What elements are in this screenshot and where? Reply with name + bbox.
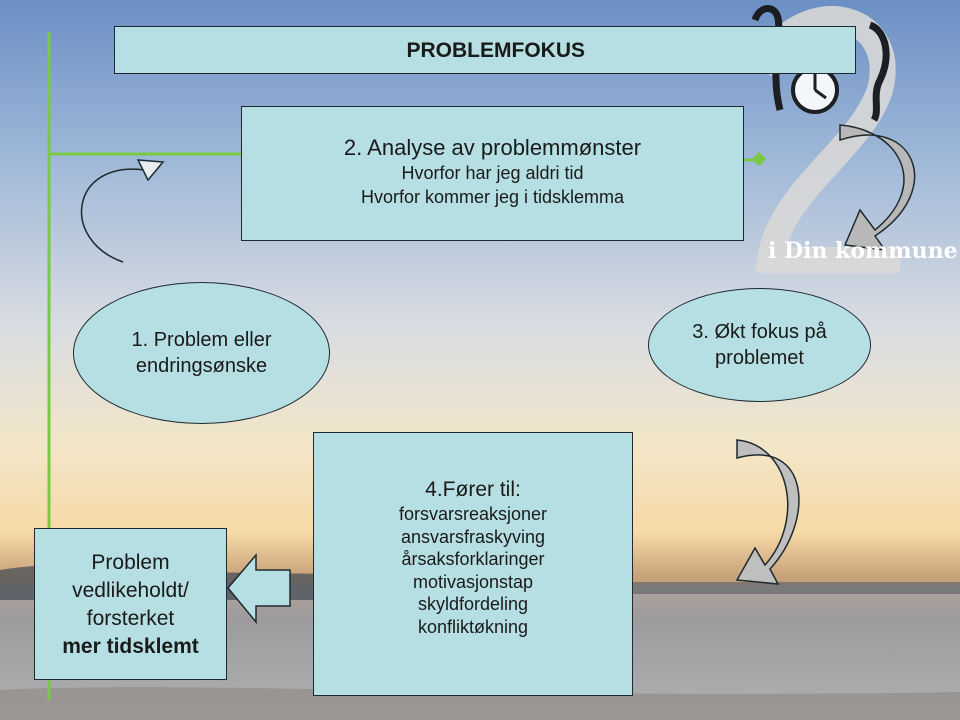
logo-text: i Din kommune [768,238,958,264]
result-item: konfliktøkning [417,616,529,637]
problem-ellipse: 1. Problem eller endringsønske [73,282,330,424]
left-curved-arrow [80,168,146,263]
maintained-bold-line: mer tidsklemt [62,635,199,658]
focus-line-2: problemet [715,347,804,369]
focus-ellipse: 3. Økt fokus på problemet [648,288,871,402]
analysis-box: 2. Analyse av problemmønster Hvorfor har… [241,106,744,241]
cycle-arrows [80,124,916,585]
right-curved-arrow-bottom [735,439,800,585]
left-arrowhead [136,159,165,182]
page-title: PROBLEMFOKUS [406,39,586,62]
result-heading: 4.Fører til: [425,478,521,501]
analysis-heading: 2. Analyse av problemmønster [343,135,642,160]
problem-line-1: 1. Problem eller [131,329,272,351]
title-box: PROBLEMFOKUS [114,26,856,74]
logo-graphic [748,5,900,273]
maintained-box: Problem vedlikeholdt/ forsterket mer tid… [34,528,227,680]
problem-line-2: endringsønske [135,355,268,377]
foreground-shore [0,687,960,720]
focus-line-1: 3. Økt fokus på [692,321,827,343]
maintained-line-2: vedlikeholdt/ [72,579,189,602]
analysis-question-2: Hvorfor kommer jeg i tidsklemma [360,187,625,207]
horizon-band [630,582,960,594]
left-block-arrow [227,552,291,625]
analysis-question-1: Hvorfor har jeg aldri tid [401,163,584,183]
result-item: ansvarsfraskyving [400,526,546,547]
result-item: forsvarsreaksjoner [398,504,548,524]
result-box: 4.Fører til: forsvarsreaksjoner ansvarsf… [313,432,633,696]
maintained-line-3: forsterket [86,607,175,630]
maintained-line-1: Problem [91,551,170,574]
right-curved-arrow-top [839,124,916,251]
result-item: skyldfordeling [417,594,529,615]
result-item: motivasjonstap [412,571,534,592]
result-item: årsaksforklaringer [401,549,545,570]
connector-diamond [751,151,767,167]
